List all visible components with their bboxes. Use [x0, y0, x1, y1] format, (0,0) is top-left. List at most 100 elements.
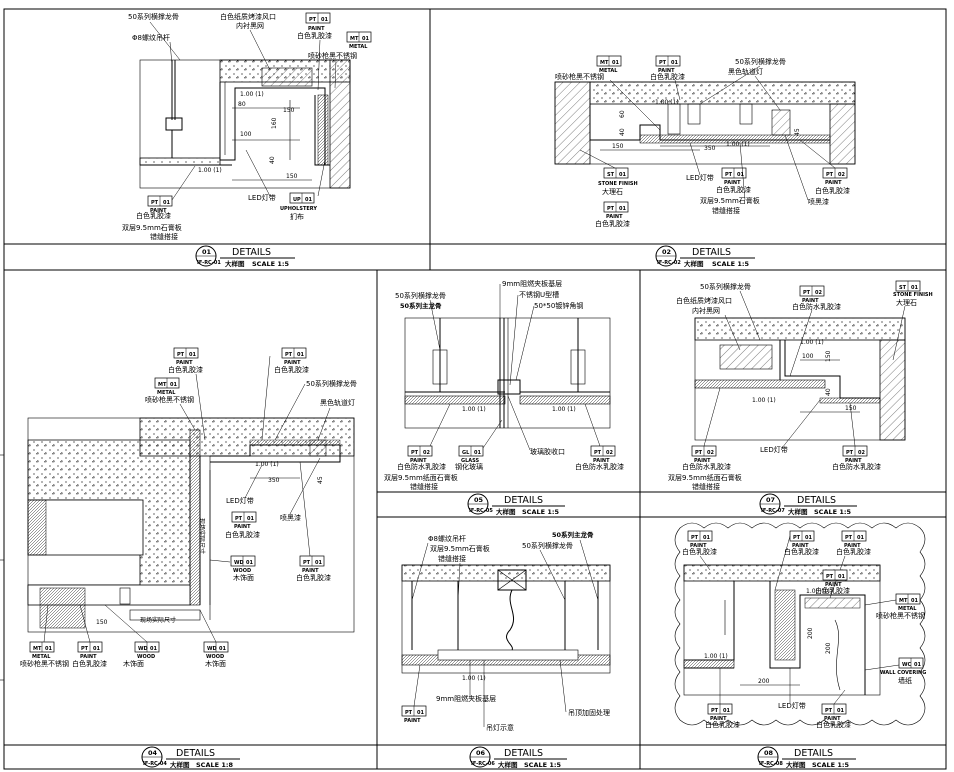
detail-04-note: 木饰面 — [233, 573, 254, 582]
detail-01-note: Φ8螺纹吊杆 — [132, 33, 170, 42]
svg-text:PAINT: PAINT — [234, 524, 251, 530]
detail-04-note: 白色乳胶漆 — [168, 365, 203, 374]
svg-text:IF-RC-05: IF-RC-05 — [469, 508, 493, 514]
svg-text:01: 01 — [474, 450, 481, 456]
detail-01-hanger-block — [165, 117, 183, 131]
detail-04-note: 白色乳胶漆 — [225, 530, 260, 539]
detail-panel-08: 200 200 200 1.00 (1) 1.00 (1) PT 01 PAIN… — [674, 522, 926, 769]
detail-02-note: 错缝搭接 — [712, 206, 740, 215]
detail-02-note: 白色乳胶漆 — [815, 186, 850, 195]
detail-06-note: 9mm阻燃夹板基层 — [436, 694, 496, 703]
detail-08-tag: PT 01 PAINT — [821, 703, 847, 722]
svg-text:01: 01 — [315, 560, 322, 566]
detail-02-track-light — [771, 109, 791, 136]
svg-text:01: 01 — [219, 646, 226, 652]
svg-text:01: 01 — [93, 646, 100, 652]
svg-text:02: 02 — [606, 450, 613, 456]
detail-08-revision-cloud — [674, 522, 926, 726]
detail-05-note: 50系列主龙骨 — [400, 301, 442, 310]
detail-01-dim: 150 — [286, 173, 298, 180]
detail-02-title: 02 IF-RC-02 DETAILS 大样图 SCALE 1:5 — [655, 245, 755, 268]
svg-text:02: 02 — [838, 172, 845, 178]
svg-text:01: 01 — [189, 352, 196, 358]
detail-05-note: 钢化玻璃 — [455, 462, 483, 471]
svg-text:DETAILS: DETAILS — [504, 748, 543, 759]
detail-07-air-vent — [719, 344, 773, 370]
detail-02-note: 双层9.5mm石膏板 — [700, 196, 760, 205]
svg-text:01: 01 — [838, 574, 845, 580]
svg-text:PT: PT — [235, 516, 243, 522]
detail-08-tag: PT 01 PAINT — [841, 530, 867, 549]
detail-01-tag: MT 01 METAL — [346, 31, 372, 50]
detail-04-dim: 150 — [96, 619, 108, 626]
svg-text:02: 02 — [423, 450, 430, 456]
svg-text:PT: PT — [303, 560, 311, 566]
detail-08-note: 墙纸 — [898, 676, 912, 685]
detail-04-tag: MT 01 METAL — [154, 377, 180, 396]
detail-01-note: 50系列横撑龙骨 — [128, 12, 179, 21]
detail-07-note: 大理石 — [896, 298, 917, 307]
detail-07-note: STONE FINISH — [893, 292, 933, 298]
svg-text:WOOD: WOOD — [206, 654, 224, 660]
detail-panel-06: 1.00 (1) Φ8螺纹吊杆 双层9.5mm石膏板 错缝搭接 50系列横撑龙骨… — [401, 530, 611, 769]
detail-07-tag: PT 02 PAINT — [691, 445, 717, 464]
svg-text:PAINT: PAINT — [308, 26, 325, 32]
detail-01-tag: UP 01 — [289, 192, 315, 204]
svg-text:01: 01 — [417, 710, 424, 716]
svg-text:大样图: 大样图 — [788, 507, 808, 516]
detail-06-note: Φ8螺纹吊杆 — [428, 534, 466, 543]
detail-04-note: 白色乳胶漆 — [296, 573, 331, 582]
svg-text:DETAILS: DETAILS — [794, 748, 833, 759]
detail-04-note: 喷砂枪黑不锈钢 — [20, 659, 69, 668]
detail-panel-05: 1.00 (1) 1.00 (1) 50系列横撑龙骨 50系列主龙骨 9mm阻燃… — [384, 279, 624, 516]
detail-06-note: 50系列横撑龙骨 — [522, 541, 573, 550]
detail-06-plywood-base — [437, 649, 579, 661]
detail-04-tag: PT 01 PAINT — [173, 347, 199, 366]
svg-text:PAINT: PAINT — [710, 716, 727, 722]
detail-02-dim: 150 — [612, 143, 624, 150]
svg-text:PT: PT — [607, 206, 615, 212]
svg-text:PT: PT — [177, 352, 185, 358]
detail-02-tag: PT 01 PAINT — [655, 55, 681, 74]
detail-02-dim: 40 — [619, 128, 626, 136]
svg-text:大样图: 大样图 — [786, 760, 806, 769]
svg-text:PAINT: PAINT — [593, 458, 610, 464]
detail-05-tag: PT 02 PAINT — [590, 445, 616, 464]
svg-text:大样图: 大样图 — [498, 760, 518, 769]
svg-text:PT: PT — [803, 290, 811, 296]
detail-08-slab — [683, 564, 881, 582]
svg-text:IF-RC-01: IF-RC-01 — [197, 260, 221, 266]
detail-05-note: 50系列横撑龙骨 — [395, 291, 446, 300]
detail-04-note: 现场实际尺寸 — [198, 518, 206, 554]
detail-01-wall — [329, 59, 351, 189]
detail-01-level: 1.00 (1) — [240, 91, 264, 98]
detail-02-dim: 45 — [794, 128, 801, 136]
detail-07-note: 50系列横撑龙骨 — [700, 282, 751, 291]
detail-02-note: 白色乳胶漆 — [595, 219, 630, 228]
detail-06-note: 双层9.5mm石膏板 — [430, 544, 490, 553]
svg-text:PAINT: PAINT — [825, 180, 842, 186]
svg-text:01: 01 — [612, 60, 619, 66]
detail-06-lamp-cable — [506, 589, 515, 651]
detail-07-level: 1.00 (1) — [800, 339, 824, 346]
detail-01-note: 扪布 — [290, 212, 304, 221]
detail-panel-07: 100 150 40 150 1.00 (1) 1.00 (1) 50系列横撑龙… — [668, 280, 933, 516]
detail-01-note: 白色乳胶漆 — [297, 31, 332, 40]
svg-text:PAINT: PAINT — [658, 68, 675, 74]
svg-text:01: 01 — [247, 516, 254, 522]
detail-04-note: 白色乳胶漆 — [72, 659, 107, 668]
svg-text:IF-RC-08: IF-RC-08 — [759, 761, 783, 767]
detail-05-title: 05 IF-RC-05 DETAILS 大样图 SCALE 1:5 — [467, 493, 565, 516]
svg-text:PT: PT — [826, 574, 834, 580]
detail-01-dim: 100 — [240, 131, 252, 138]
detail-05-viewport — [404, 317, 611, 429]
detail-01-tag: PT 01 PAINT — [147, 195, 173, 214]
svg-text:01: 01 — [202, 248, 212, 256]
detail-02-level: 1.00 (1) — [655, 99, 679, 106]
svg-text:PT: PT — [691, 535, 699, 541]
detail-05-note: 双层9.5mm纸面石膏板 — [384, 473, 458, 482]
svg-text:05: 05 — [474, 496, 484, 504]
detail-panel-02: 150 350 60 40 45 1.00 (1) 1.00 (1) MT 01… — [554, 55, 856, 268]
svg-text:MT: MT — [33, 646, 42, 652]
detail-04-note: 喷黑漆 — [280, 513, 301, 522]
